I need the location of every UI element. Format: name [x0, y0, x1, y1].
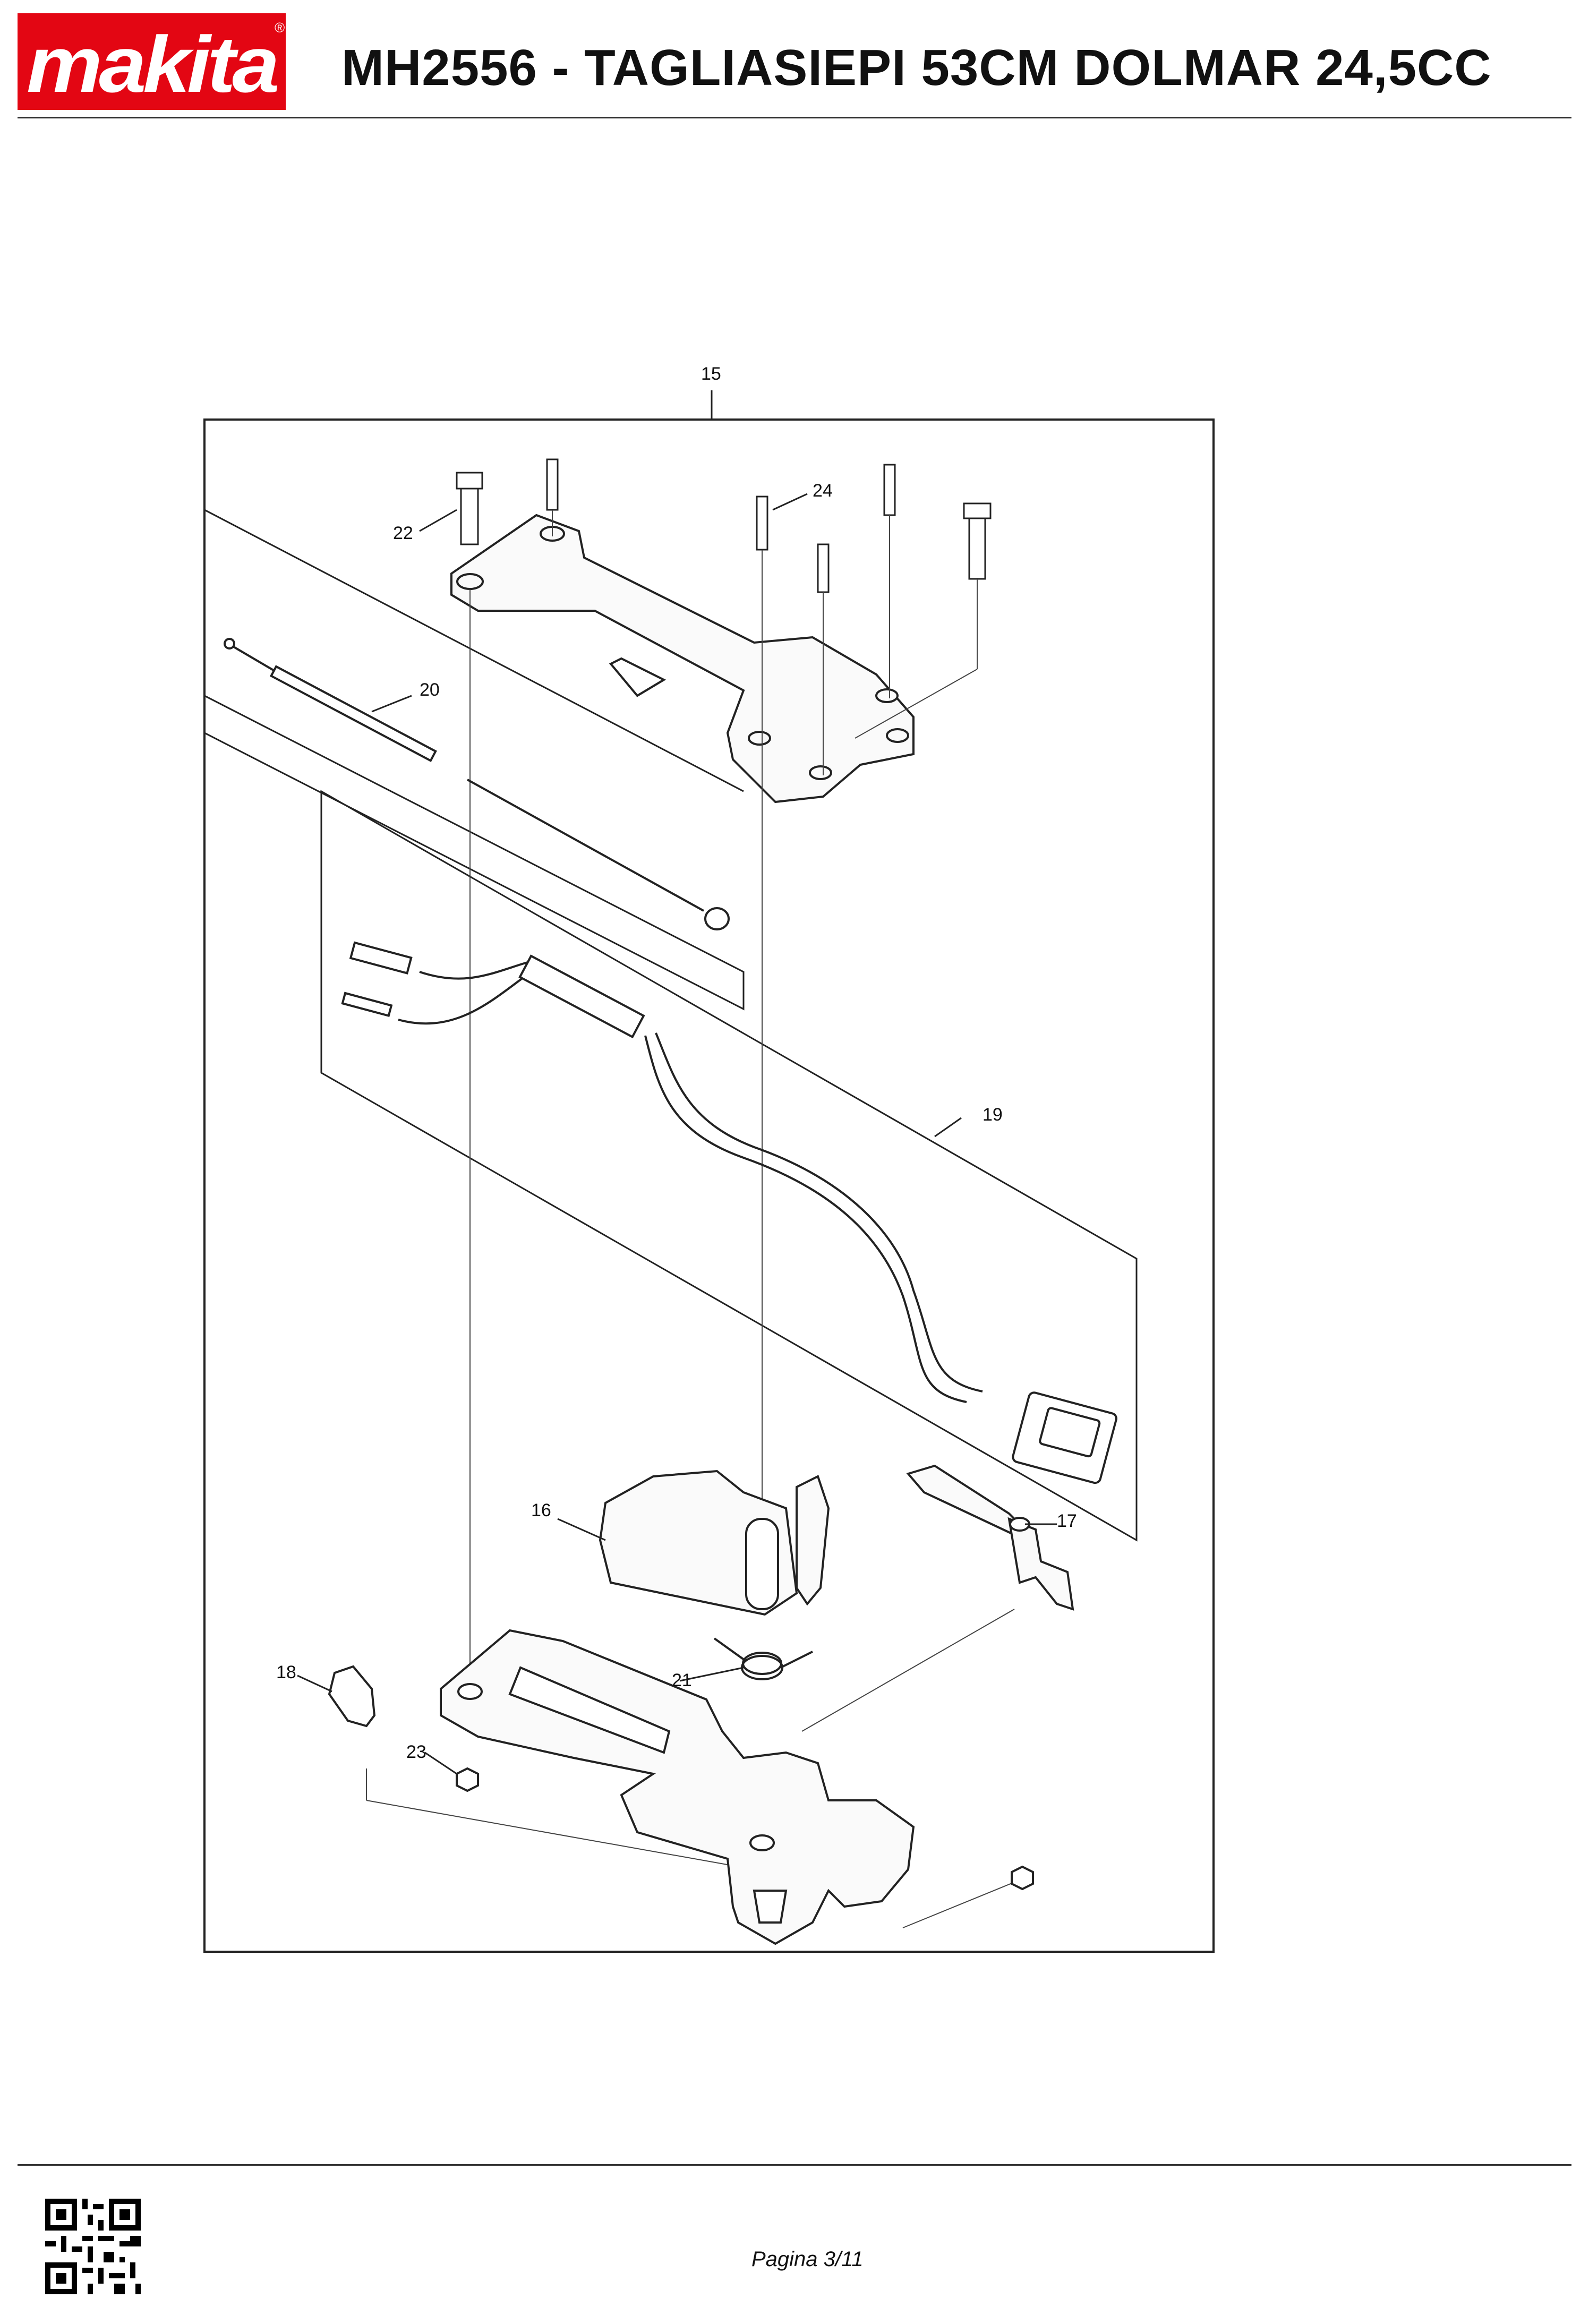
- nut-part: [456, 1767, 479, 1792]
- lever-part: [599, 1469, 830, 1616]
- wire-panel: [203, 694, 745, 1011]
- qr-code-icon: [45, 2199, 141, 2294]
- svg-text:®: ®: [275, 20, 285, 36]
- screw-set: [456, 458, 992, 593]
- callout-15: 15: [701, 364, 721, 384]
- exploded-parts-diagram: 15 16 17 18 19 20 21 22 23 24: [203, 364, 1215, 1953]
- callout-17: 17: [1057, 1511, 1077, 1531]
- throttle-cable-part: [224, 638, 730, 930]
- assembly-frame: [203, 418, 1215, 1953]
- spring-part: [713, 1637, 813, 1680]
- harness-panel: [320, 790, 1138, 1542]
- trigger-part: [906, 1464, 1074, 1611]
- nut-part: [1011, 1865, 1034, 1891]
- callout-21: 21: [672, 1670, 692, 1690]
- wire-harness-part: [341, 941, 1117, 1484]
- callout-20: 20: [420, 680, 440, 700]
- callout-16: 16: [531, 1500, 551, 1520]
- callout-18: 18: [276, 1662, 296, 1682]
- callout-23: 23: [406, 1742, 426, 1762]
- page-header: makita ® MH2556 - TAGLIASIEPI 53CM DOLMA…: [0, 0, 1589, 122]
- footer-divider: [18, 2164, 1571, 2166]
- callout-24: 24: [813, 481, 833, 501]
- header-divider: [18, 117, 1571, 118]
- handle-cover-part: [450, 514, 915, 804]
- page-number: Pagina 3/11: [751, 2248, 864, 2271]
- callout-22: 22: [393, 523, 413, 543]
- callout-19: 19: [983, 1105, 1003, 1125]
- svg-text:makita: makita: [27, 20, 278, 109]
- lower-housing-part: [440, 1629, 915, 1945]
- page-title: MH2556 - TAGLIASIEPI 53CM DOLMAR 24,5CC: [341, 39, 1492, 96]
- makita-logo: makita ®: [18, 13, 286, 110]
- cap-part: [328, 1665, 376, 1728]
